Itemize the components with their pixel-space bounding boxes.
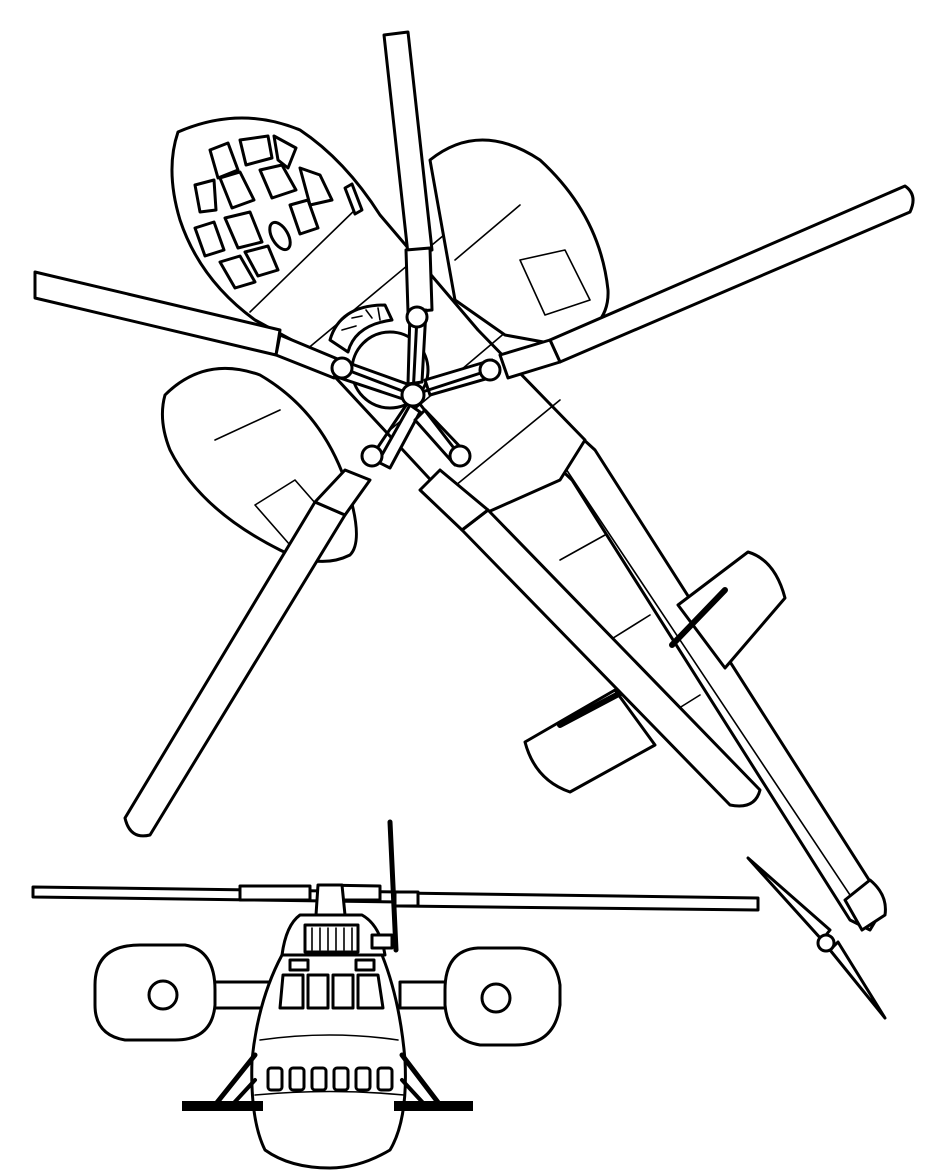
main-rotor — [33, 30, 915, 838]
helicopter-top-view — [33, 30, 915, 1020]
cockpit-windows — [193, 134, 334, 290]
front-float-right — [398, 946, 562, 1047]
rotor-head — [280, 883, 394, 957]
helicopter-front-view — [31, 819, 760, 1170]
landing-gear — [182, 1052, 473, 1111]
front-rotor-blades — [31, 819, 760, 953]
front-windshield — [278, 958, 385, 1010]
tail-rotor — [746, 856, 887, 1020]
horizontal-stabilizer — [523, 550, 787, 794]
front-lower-windows — [266, 1066, 394, 1092]
front-float-left — [93, 943, 272, 1042]
